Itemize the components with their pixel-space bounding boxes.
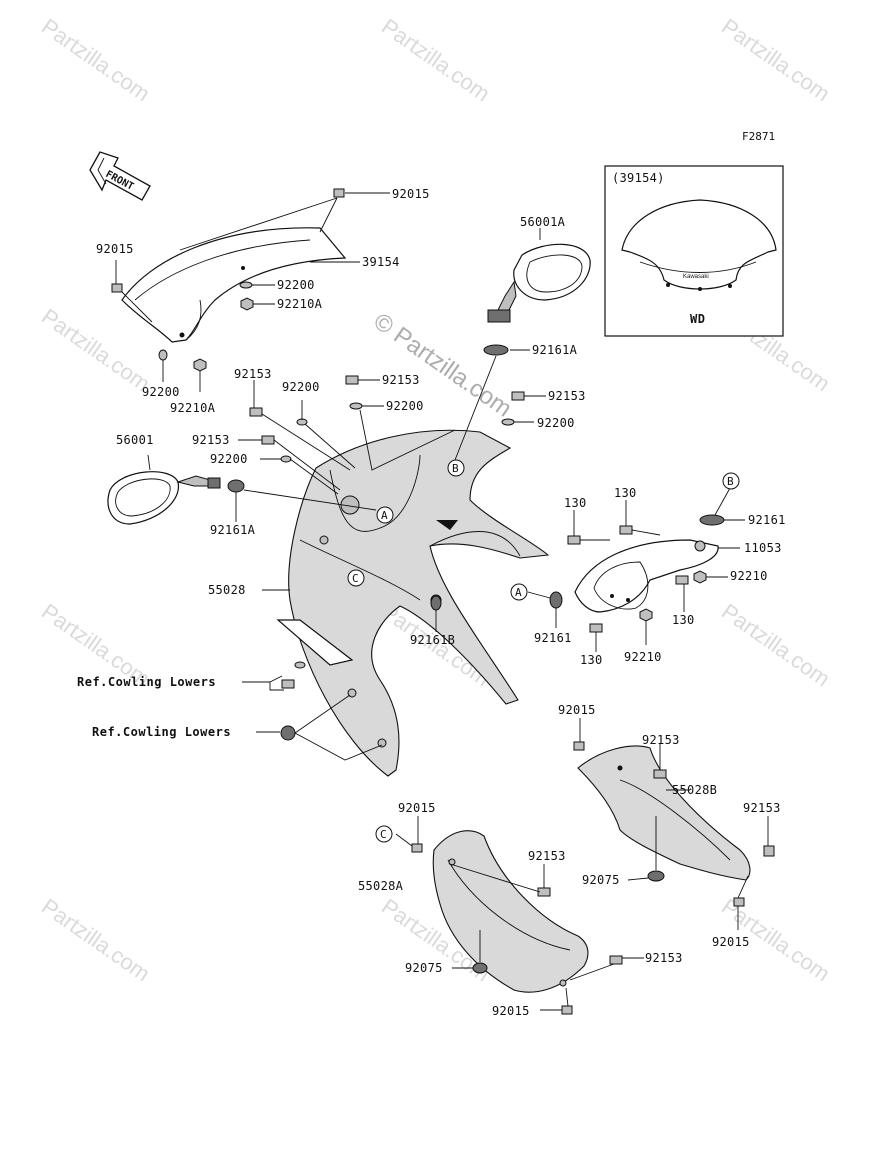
ref-cowling-lowers: Ref.Cowling Lowers <box>77 675 216 689</box>
inset-brand-text: Kawasaki <box>683 274 709 280</box>
callout-92161: 92161 <box>534 631 572 645</box>
callout-130: 130 <box>614 486 637 500</box>
watermark: Partzilla.com <box>37 894 154 987</box>
figure-code: F2871 <box>742 130 775 143</box>
callout-92153: 92153 <box>528 849 566 863</box>
marker-circles: A B C A B C <box>347 459 740 843</box>
callout-92015: 92015 <box>558 703 596 717</box>
callout-92015: 92015 <box>392 187 430 201</box>
callout-130: 130 <box>564 496 587 510</box>
callout-130: 130 <box>672 613 695 627</box>
callout-92161A: 92161A <box>532 343 578 357</box>
callout-92075: 92075 <box>582 873 620 887</box>
upper-cowling <box>276 429 550 777</box>
marker-a: A <box>381 509 388 522</box>
inset-variant-code: (39154) <box>612 171 665 185</box>
callout-labels: 92015 39154 92200 92210A 92015 92200 922… <box>77 187 786 1018</box>
callout-39154: 39154 <box>362 255 400 269</box>
callout-11053: 11053 <box>744 541 782 555</box>
callout-92210: 92210 <box>624 650 662 664</box>
mirror-right <box>487 243 591 323</box>
callout-92200: 92200 <box>386 399 424 413</box>
callout-92200: 92200 <box>282 380 320 394</box>
callout-55028A: 55028A <box>358 879 404 893</box>
callout-92200: 92200 <box>210 452 248 466</box>
inset-model-label: WD <box>690 312 705 326</box>
cowling-stay <box>574 539 719 613</box>
callout-92015: 92015 <box>398 801 436 815</box>
callout-92153: 92153 <box>645 951 683 965</box>
windshield-inset: (39154) Kawasaki WD <box>604 165 784 337</box>
callout-92153: 92153 <box>743 801 781 815</box>
watermark: Partzilla.com <box>717 599 834 692</box>
callout-92015: 92015 <box>492 1004 530 1018</box>
mirror-left <box>107 471 221 525</box>
marker-c: C <box>380 828 387 841</box>
watermark: Partzilla.com <box>37 14 154 107</box>
callout-92200: 92200 <box>537 416 575 430</box>
callout-92153: 92153 <box>192 433 230 447</box>
callout-130: 130 <box>580 653 603 667</box>
front-arrow: FRONT <box>89 151 151 201</box>
callout-55028B: 55028B <box>672 783 717 797</box>
callout-92015: 92015 <box>96 242 134 256</box>
marker-c: C <box>352 572 359 585</box>
leader-lines <box>111 188 775 1015</box>
watermark: Partzilla.com <box>37 304 154 397</box>
callout-92153: 92153 <box>642 733 680 747</box>
callout-92200: 92200 <box>142 385 180 399</box>
marker-b: B <box>452 462 459 475</box>
callout-92200: 92200 <box>277 278 315 292</box>
ref-cowling-lowers: Ref.Cowling Lowers <box>92 725 231 739</box>
callout-56001: 56001 <box>116 433 154 447</box>
marker-b: B <box>727 475 734 488</box>
callout-55028: 55028 <box>208 583 246 597</box>
windshield <box>121 227 347 343</box>
callout-92161: 92161 <box>748 513 786 527</box>
callout-92210A: 92210A <box>170 401 216 415</box>
watermark: Partzilla.com <box>377 14 494 107</box>
callout-56001A: 56001A <box>520 215 566 229</box>
callout-92161A: 92161A <box>210 523 256 537</box>
inner-cover-right <box>577 745 751 881</box>
callout-92075: 92075 <box>405 961 443 975</box>
watermark: Partzilla.com <box>717 14 834 107</box>
callout-92015: 92015 <box>712 935 750 949</box>
callout-92161B: 92161B <box>410 633 455 647</box>
callout-92153: 92153 <box>234 367 272 381</box>
callout-92153: 92153 <box>548 389 586 403</box>
marker-a: A <box>515 586 522 599</box>
callout-92210: 92210 <box>730 569 768 583</box>
callout-92153: 92153 <box>382 373 420 387</box>
callout-92210A: 92210A <box>277 297 323 311</box>
